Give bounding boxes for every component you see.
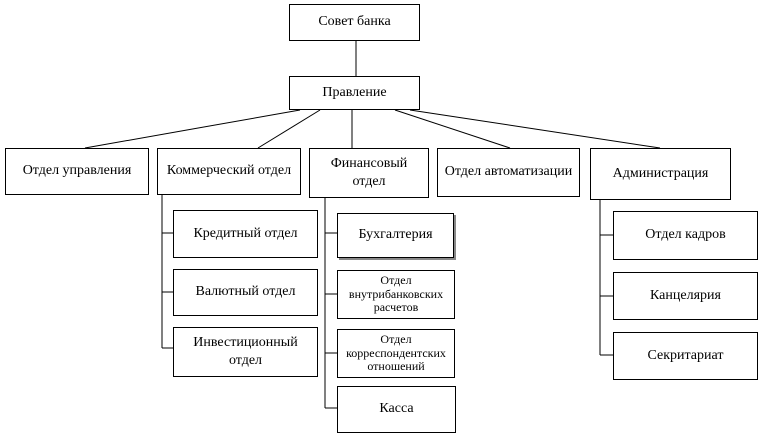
node-dept-financial: Финансовый отдел — [309, 148, 429, 198]
node-dept-management: Отдел управления — [5, 148, 149, 195]
node-intrabank-settlements: Отдел внутрибанковских расчетов — [337, 270, 455, 319]
node-chancellery: Канцелярия — [613, 272, 758, 320]
node-dept-commercial: Коммерческий отдел — [157, 148, 301, 195]
node-currency-dept: Валютный отдел — [173, 269, 318, 316]
node-cash-desk: Касса — [337, 386, 456, 433]
node-credit-dept: Кредитный отдел — [173, 210, 318, 258]
node-dept-automation: Отдел автоматизации — [437, 148, 580, 197]
node-correspondent-relations: Отдел корреспондентских отношений — [337, 329, 455, 378]
connector-board-dept-2 — [257, 109, 321, 149]
node-board: Правление — [289, 76, 420, 110]
connector-board-dept-4 — [394, 109, 511, 149]
node-hr-dept: Отдел кадров — [613, 211, 758, 260]
node-accounting: Бухгалтерия — [337, 213, 454, 258]
node-investment-dept: Инвестиционный отдел — [173, 327, 318, 377]
node-dept-administration: Администрация — [590, 148, 731, 200]
connector-board-dept-5 — [409, 109, 661, 149]
node-root: Совет банка — [289, 4, 420, 41]
node-secretariat: Секритариат — [613, 332, 758, 380]
connector-board-dept-1 — [84, 109, 301, 149]
